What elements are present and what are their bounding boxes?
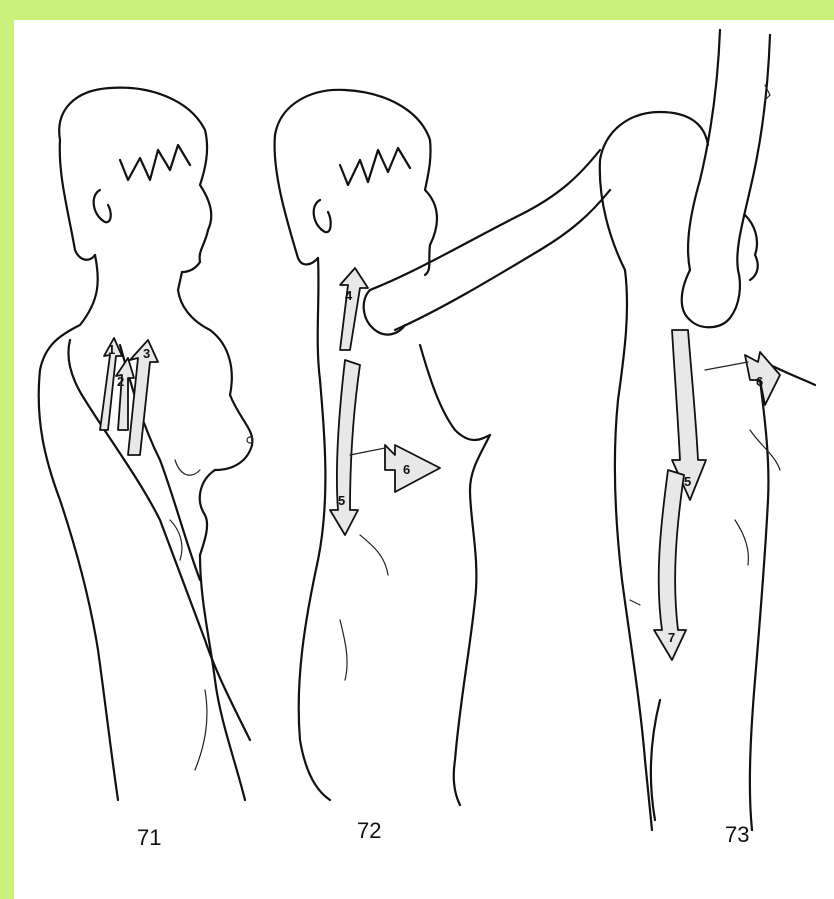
figure-72-arrows: 4 5 6 xyxy=(330,268,440,535)
figure-72: 4 5 6 xyxy=(275,90,610,805)
arrow-number: 5 xyxy=(684,474,691,489)
arrow-number: 5 xyxy=(338,493,345,508)
arrow-number: 6 xyxy=(403,462,410,477)
arrow-number: 6 xyxy=(756,374,763,389)
arrow-number: 2 xyxy=(117,374,124,389)
arrow-number: 1 xyxy=(108,342,115,357)
figure-73-caption: 73 xyxy=(725,822,749,848)
arrow-number: 3 xyxy=(143,346,150,361)
figure-73: 5 6 7 xyxy=(600,30,815,830)
arrow-number: 7 xyxy=(668,630,675,645)
figure-72-caption: 72 xyxy=(357,818,381,844)
figure-71-caption: 71 xyxy=(137,825,161,851)
arrow-number: 4 xyxy=(345,288,353,303)
figure-71: 1 2 3 xyxy=(39,88,253,800)
